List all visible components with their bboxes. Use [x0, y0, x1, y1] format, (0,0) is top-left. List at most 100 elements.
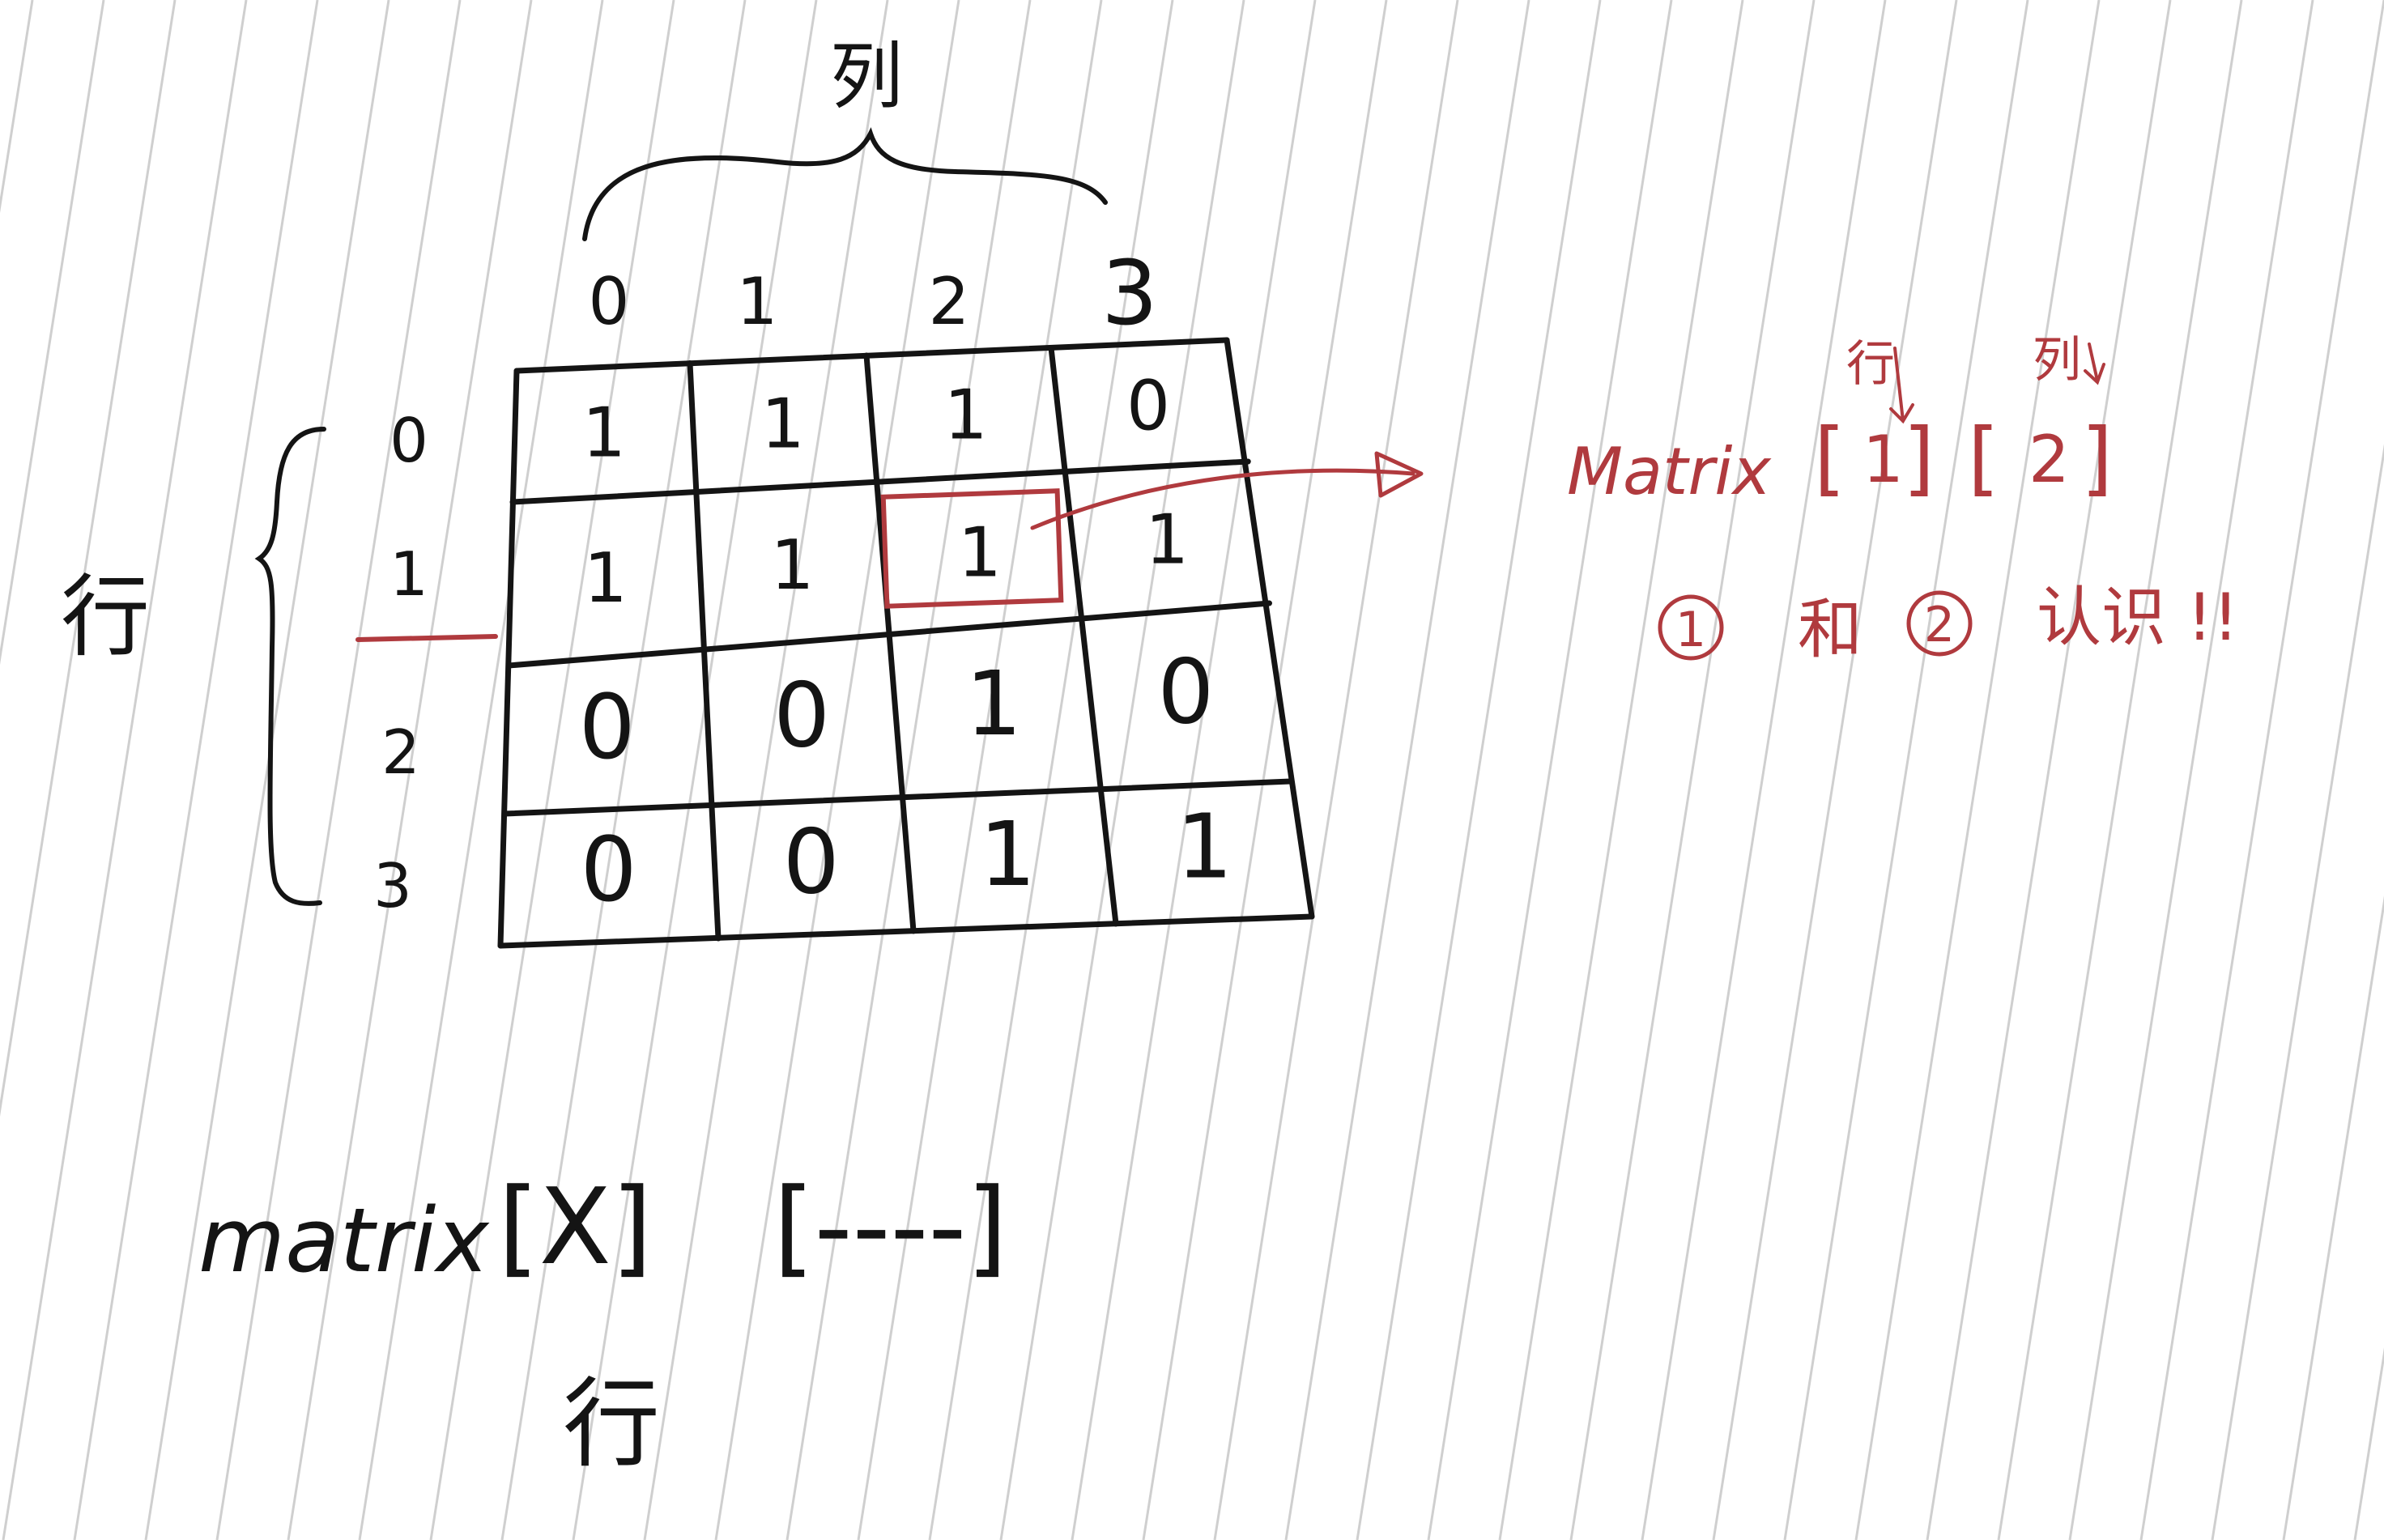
paper-line [500, 0, 747, 1540]
paper-line [0, 0, 105, 666]
annotation-bracket-2: [ [1968, 411, 1999, 505]
matrix-cell-value: 0 [581, 818, 637, 921]
paper-line [0, 0, 177, 1117]
paper-line [2353, 1347, 2384, 1540]
grid-column-line [1224, 337, 1315, 920]
bottom-bracket-1: [X] [498, 1165, 653, 1288]
paper-line [785, 0, 1032, 1540]
paper-line [1498, 0, 1744, 1540]
red-arrow-head-icon [1374, 451, 1424, 498]
matrix-cell-value: 0 [1126, 367, 1170, 447]
paper-line [215, 0, 462, 1540]
annotation-row-pointer [1889, 347, 1914, 424]
grid-row-line [497, 913, 1315, 949]
red-arrow [1030, 468, 1416, 530]
paper-line [1854, 0, 2101, 1540]
note-item-2: 2 [1924, 597, 1955, 653]
matrix-cell-value: 1 [958, 513, 1002, 593]
paper-line [358, 0, 604, 1540]
bottom-caption: 行 [563, 1368, 660, 1481]
paper-line [572, 0, 818, 1540]
annotation-bracket-2-close: ] [2081, 411, 2113, 505]
matrix-cell-value: 1 [944, 376, 988, 456]
paper-line [1071, 0, 1317, 1540]
note-circle-1 [1658, 594, 1724, 661]
paper-line [1783, 0, 2029, 1540]
annotation-expression-name: Matrix [1567, 434, 1773, 509]
paper-line [1712, 0, 1958, 1540]
note-item-1: 1 [1675, 602, 1706, 658]
bottom-expression-name: matrix [198, 1189, 490, 1292]
row-index: 1 [390, 538, 428, 610]
paper-line [2211, 444, 2384, 1540]
paper-line [73, 0, 319, 1540]
paper-line [714, 0, 960, 1540]
note-text: 认识 !! [2037, 580, 2239, 655]
matrix-cell-value: 1 [584, 538, 628, 619]
column-index: 0 [589, 264, 630, 339]
paper-line [287, 0, 533, 1540]
annotation-bracket-1: [ [1814, 411, 1845, 505]
matrix-cell-value: 1 [582, 394, 626, 474]
paper-line [0, 0, 34, 214]
paper-line [2282, 895, 2384, 1540]
paper-line [643, 0, 889, 1540]
matrix-cell-value: 1 [770, 525, 814, 606]
annotation-index-1: 1 [1862, 422, 1904, 497]
matrix-cell-value: 1 [979, 802, 1036, 906]
matrix-cell-value: 1 [761, 385, 805, 465]
note-joiner: 和 [1798, 592, 1862, 667]
row-index: 0 [390, 405, 428, 476]
annotation-column-label: 列 [2033, 332, 2081, 389]
grid-column-line [1048, 345, 1119, 927]
annotation-row-label: 行 [1846, 336, 1895, 393]
grid-column-line [497, 368, 520, 949]
row-index: 3 [373, 850, 412, 921]
matrix-cell-value: 1 [965, 652, 1022, 755]
matrix-cell-value: 0 [579, 675, 636, 779]
paper-line [1926, 0, 2172, 1540]
bottom-bracket-2: [----] [773, 1165, 1007, 1288]
column-index: 2 [929, 264, 970, 339]
column-curly-brace [582, 127, 1108, 241]
grid-row-line [509, 458, 1251, 505]
column-index: 3 [1101, 241, 1158, 345]
matrix-cell-value: 0 [773, 664, 830, 768]
paper-line [1997, 0, 2243, 1540]
paper-line [1284, 0, 1530, 1540]
paper-line [2068, 0, 2314, 1540]
paper-line [999, 0, 1245, 1540]
column-label: 列 [830, 34, 903, 119]
note-circle-2 [1906, 590, 1973, 657]
matrix-cell-value: 0 [783, 810, 840, 913]
paper-line [1641, 0, 1887, 1540]
column-indices: 0 1 2 3 [589, 241, 1158, 345]
paper-line [1142, 0, 1388, 1540]
row-indices: 0 1 2 3 [373, 405, 428, 921]
matrix-cell-value: 1 [1176, 794, 1232, 898]
paper-line [2, 0, 248, 1540]
grid-row-line [501, 778, 1294, 817]
paper-line [1213, 0, 1459, 1540]
row-curly-brace [254, 427, 326, 906]
paper-line [144, 0, 390, 1540]
grid-row-line [513, 337, 1230, 374]
column-index: 1 [737, 264, 778, 339]
paper-line [429, 0, 675, 1540]
row-label: 行 [61, 565, 150, 669]
paper-line [1356, 0, 1602, 1540]
paper-line [2139, 0, 2384, 1540]
matrix-cell-value: 1 [1145, 500, 1189, 580]
matrix-grid [497, 337, 1315, 949]
paper-line [928, 0, 1174, 1540]
paper-line [1427, 0, 1673, 1540]
annotation-column-pointer [2084, 342, 2105, 385]
highlighted-cell-box [880, 488, 1064, 609]
grid-column-line [863, 352, 917, 934]
row-index: 2 [381, 717, 420, 788]
row-1-red-marker [355, 634, 498, 642]
annotation-index-2: 2 [2029, 422, 2070, 497]
